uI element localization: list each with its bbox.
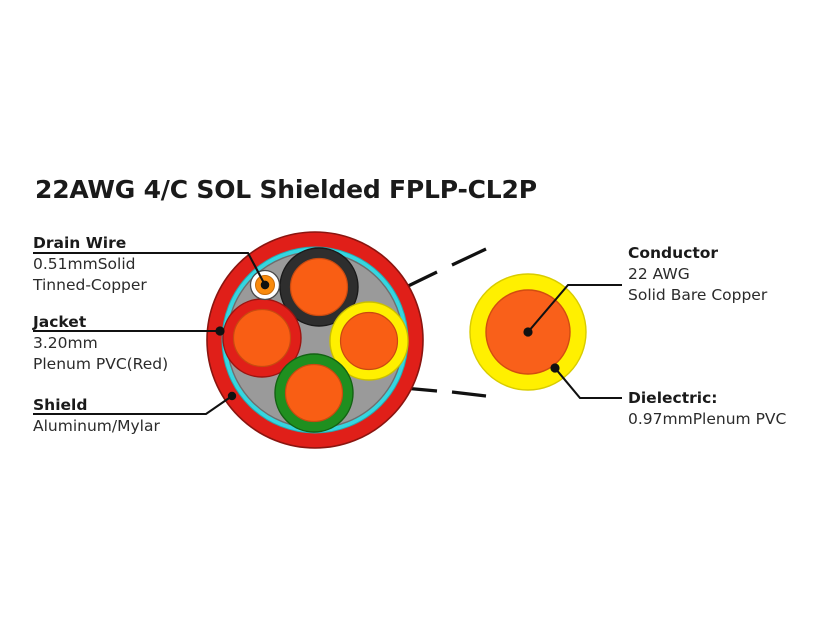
label-dielectric-line2: 0.97mmPlenum PVC: [628, 410, 786, 428]
red-conductor: [222, 298, 302, 378]
dash-lower-b: [451, 390, 487, 398]
leader-conductor: [523, 283, 622, 337]
main-cable-assembly: [206, 231, 424, 449]
label-drain-wire-line3: Tinned-Copper: [32, 276, 147, 294]
leader-dielectric: [550, 363, 622, 400]
yellow-conductor-core: [339, 311, 399, 371]
leader-dot-conductor: [523, 327, 533, 337]
label-drain-wire: Drain Wire 0.51mmSolid Tinned-Copper: [32, 234, 147, 294]
leader-drain-wire: [33, 251, 270, 290]
leader-dot-dielectric: [550, 363, 560, 373]
leader-dot-shield: [227, 391, 237, 401]
red-conductor-core: [232, 308, 292, 368]
label-conductor-line2: 22 AWG: [628, 265, 690, 283]
yellow-conductor: [329, 301, 409, 381]
leader-line-drain-wire: [33, 251, 266, 286]
label-jacket: Jacket 3.20mm Plenum PVC(Red): [32, 313, 168, 373]
leader-line-shield: [33, 395, 233, 416]
label-dielectric: Dielectric: 0.97mmPlenum PVC: [628, 389, 786, 428]
label-dielectric-head: Dielectric:: [628, 389, 717, 407]
black-conductor-core: [289, 257, 349, 317]
green-conductor-core: [284, 363, 344, 423]
page-title: 22AWG 4/C SOL Shielded FPLP-CL2P: [35, 175, 537, 204]
label-conductor-head: Conductor: [628, 244, 718, 262]
label-shield-line2: Aluminum/Mylar: [33, 417, 160, 435]
label-shield-head: Shield: [33, 396, 87, 414]
dash-upper-b: [451, 247, 487, 267]
label-conductor-line3: Solid Bare Copper: [628, 286, 768, 304]
leader-line-dielectric: [554, 367, 622, 400]
label-jacket-line2: 3.20mm: [33, 334, 98, 352]
leader-jacket: [33, 326, 225, 336]
label-shield: Shield Aluminum/Mylar: [33, 396, 160, 435]
black-conductor: [279, 247, 359, 327]
label-drain-wire-line2: 0.51mmSolid: [33, 255, 135, 273]
leader-dot-jacket: [215, 326, 225, 336]
leader-line-conductor: [527, 283, 622, 333]
dash-upper-a: [403, 270, 438, 290]
label-drain-wire-head: Drain Wire: [33, 234, 126, 252]
label-conductor: Conductor 22 AWG Solid Bare Copper: [628, 244, 768, 304]
label-jacket-head: Jacket: [32, 313, 87, 331]
label-jacket-line3: Plenum PVC(Red): [33, 355, 168, 373]
green-conductor: [274, 353, 354, 433]
leader-dot-drain-wire: [260, 280, 270, 290]
leader-shield: [33, 391, 237, 416]
